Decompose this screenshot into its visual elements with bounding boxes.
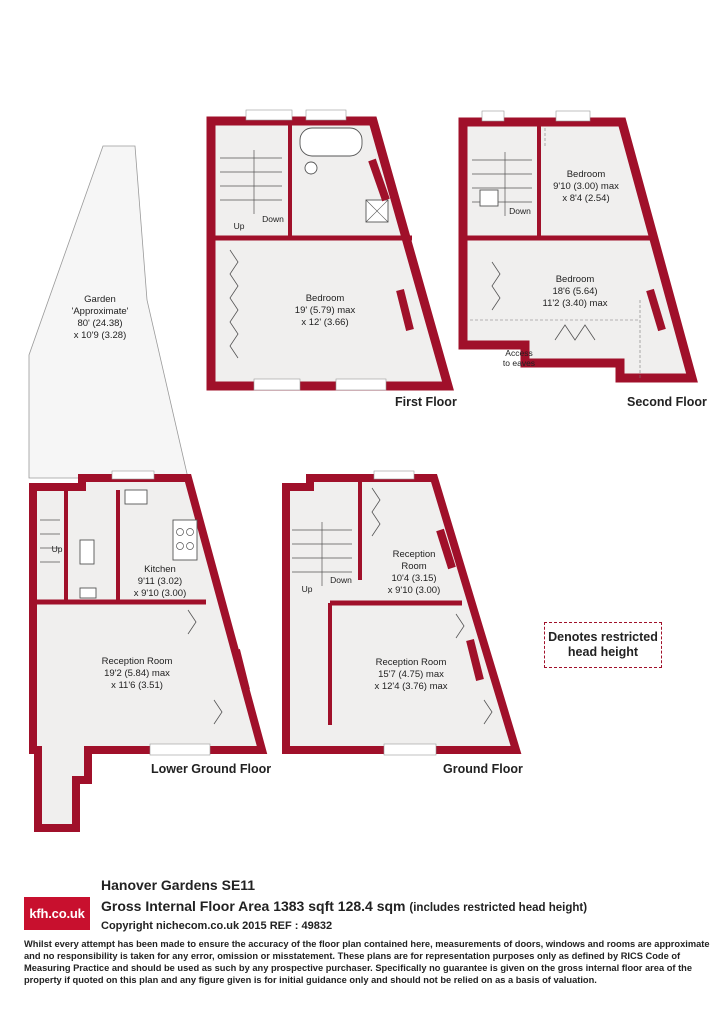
svg-text:x 8'4 (2.54): x 8'4 (2.54) xyxy=(562,193,609,204)
first-floor-title: First Floor xyxy=(395,395,457,409)
stair-down-label: Down xyxy=(262,214,284,224)
stair-up-label: Up xyxy=(234,221,245,231)
svg-text:'Approximate': 'Approximate' xyxy=(72,306,129,317)
second-floor-plan xyxy=(458,110,698,383)
svg-text:x 11'6 (3.51): x 11'6 (3.51) xyxy=(111,680,163,691)
svg-text:Bedroom: Bedroom xyxy=(306,293,345,304)
svg-text:11'2 (3.40) max: 11'2 (3.40) max xyxy=(542,298,607,309)
stair-down-label: Down xyxy=(330,575,352,585)
svg-text:10'4 (3.15): 10'4 (3.15) xyxy=(391,573,436,584)
access-eaves-label: to eaves xyxy=(503,358,535,368)
svg-text:x 12' (3.66): x 12' (3.66) xyxy=(301,317,348,328)
logo-text: kfh.co.uk xyxy=(29,906,85,921)
copyright-ref: Copyright nichecom.co.uk 2015 REF : 4983… xyxy=(101,920,333,932)
second-floor-title: Second Floor xyxy=(627,395,707,409)
svg-text:Bedroom: Bedroom xyxy=(567,169,606,180)
svg-text:19'2 (5.84) max: 19'2 (5.84) max xyxy=(104,668,170,679)
floor-area-line: Gross Internal Floor Area 1383 sqft 128.… xyxy=(101,898,587,914)
ground-reception-lower-label: Reception Room 15'7 (4.75) max x 12'4 (3… xyxy=(374,657,447,692)
second-floor-large-bedroom-label: Bedroom 18'6 (5.64) 11'2 (3.40) max xyxy=(542,274,607,309)
property-address: Hanover Gardens SE11 xyxy=(101,877,256,893)
svg-text:Bedroom: Bedroom xyxy=(556,274,595,285)
svg-text:Kitchen: Kitchen xyxy=(144,564,176,575)
legend-line-2: head height xyxy=(567,645,639,659)
svg-text:x 12'4 (3.76) max: x 12'4 (3.76) max xyxy=(374,681,447,692)
svg-text:Reception: Reception xyxy=(393,549,436,560)
stair-up-label: Up xyxy=(302,584,313,594)
stair-down-label: Down xyxy=(509,206,531,216)
kfh-logo: kfh.co.uk xyxy=(24,897,90,930)
lower-ground-floor-plan xyxy=(29,470,268,832)
svg-text:Room: Room xyxy=(401,561,426,572)
kitchen-label: Kitchen 9'11 (3.02) x 9'10 (3.00) xyxy=(134,564,187,599)
garden-label: Garden 'Approximate' 80' (24.38) x 10'9 … xyxy=(72,294,129,341)
svg-text:Reception Room: Reception Room xyxy=(376,657,447,668)
ground-floor-plan xyxy=(282,470,522,756)
floor-area: Gross Internal Floor Area 1383 sqft 128.… xyxy=(101,898,406,914)
ground-reception-upper-label: Reception Room 10'4 (3.15) x 9'10 (3.00) xyxy=(388,549,441,596)
access-eaves-label: Access xyxy=(505,348,532,358)
restricted-head-height-legend: Denotes restricted head height xyxy=(544,622,662,668)
svg-text:9'11 (3.02): 9'11 (3.02) xyxy=(138,576,182,587)
svg-text:19' (5.79) max: 19' (5.79) max xyxy=(295,305,356,316)
floor-area-note: (includes restricted head height) xyxy=(409,902,588,914)
svg-text:80' (24.38): 80' (24.38) xyxy=(77,318,122,329)
first-floor-bedroom-label: Bedroom 19' (5.79) max x 12' (3.66) xyxy=(295,293,356,328)
lower-ground-reception-label: Reception Room 19'2 (5.84) max x 11'6 (3… xyxy=(102,656,173,691)
svg-text:15'7 (4.75) max: 15'7 (4.75) max xyxy=(378,669,444,680)
svg-text:x 10'9 (3.28): x 10'9 (3.28) xyxy=(74,330,127,341)
ground-floor-title: Ground Floor xyxy=(443,762,523,776)
svg-text:x 9'10 (3.00): x 9'10 (3.00) xyxy=(388,585,441,596)
stair-up-label: Up xyxy=(52,544,63,554)
svg-text:Garden: Garden xyxy=(84,294,116,305)
first-floor-plan xyxy=(206,109,454,391)
svg-text:x 9'10 (3.00): x 9'10 (3.00) xyxy=(134,588,187,599)
svg-text:9'10 (3.00) max: 9'10 (3.00) max xyxy=(553,181,619,192)
svg-text:Reception Room: Reception Room xyxy=(102,656,173,667)
lower-ground-floor-title: Lower Ground Floor xyxy=(151,762,271,776)
legend-line-1: Denotes restricted xyxy=(548,630,658,644)
disclaimer-text: Whilst every attempt has been made to en… xyxy=(24,939,710,985)
svg-text:18'6 (5.64): 18'6 (5.64) xyxy=(552,286,597,297)
second-floor-small-bedroom-label: Bedroom 9'10 (3.00) max x 8'4 (2.54) xyxy=(553,169,619,204)
